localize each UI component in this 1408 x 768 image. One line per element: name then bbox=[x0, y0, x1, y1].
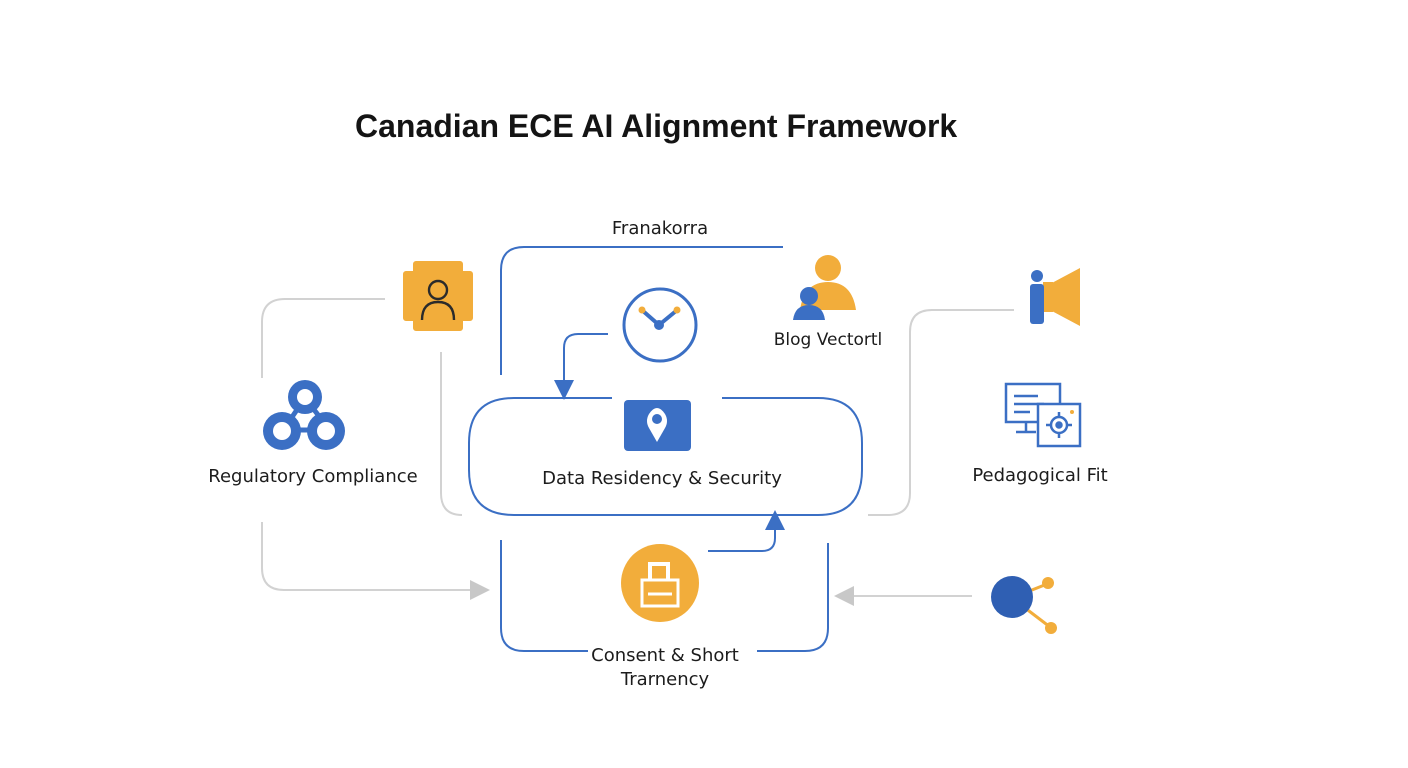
consent-document-icon bbox=[621, 544, 699, 622]
location-pin-icon bbox=[624, 400, 691, 451]
left-inner-connector bbox=[440, 352, 463, 516]
left-top-connector bbox=[261, 298, 385, 378]
clock-to-box-arrow bbox=[554, 333, 608, 400]
monitor-gear-icon bbox=[1004, 382, 1082, 448]
consent-label-line1: Consent & Short bbox=[591, 645, 739, 666]
network-circles-icon bbox=[263, 380, 345, 450]
regulatory-compliance-label: Regulatory Compliance bbox=[208, 466, 418, 487]
gray-connectors bbox=[261, 298, 1014, 606]
framework-label: Franakorra bbox=[611, 218, 709, 239]
consent-label-line2: Trarnency bbox=[620, 669, 710, 690]
right-connector bbox=[868, 309, 1014, 516]
center-box bbox=[468, 397, 863, 516]
bottom-right-bracket bbox=[757, 543, 829, 652]
diagram-title: Canadian ECE AI Alignment Framework bbox=[355, 108, 958, 144]
pedagogical-fit-label: Pedagogical Fit bbox=[972, 465, 1108, 486]
bottom-left-bracket bbox=[500, 540, 588, 652]
blue-framework bbox=[468, 246, 863, 652]
data-residency-label: Data Residency & Security bbox=[542, 468, 782, 489]
users-icon bbox=[793, 255, 856, 320]
blog-label: Blog Vectortl bbox=[773, 330, 883, 350]
consent-to-box-arrow bbox=[708, 510, 785, 552]
megaphone-icon bbox=[1030, 268, 1080, 326]
user-square-icon bbox=[403, 261, 473, 331]
share-nodes-icon bbox=[991, 576, 1057, 634]
left-bottom-connector bbox=[261, 522, 490, 600]
framework-top-bracket bbox=[500, 246, 783, 375]
clock-icon bbox=[622, 287, 698, 363]
